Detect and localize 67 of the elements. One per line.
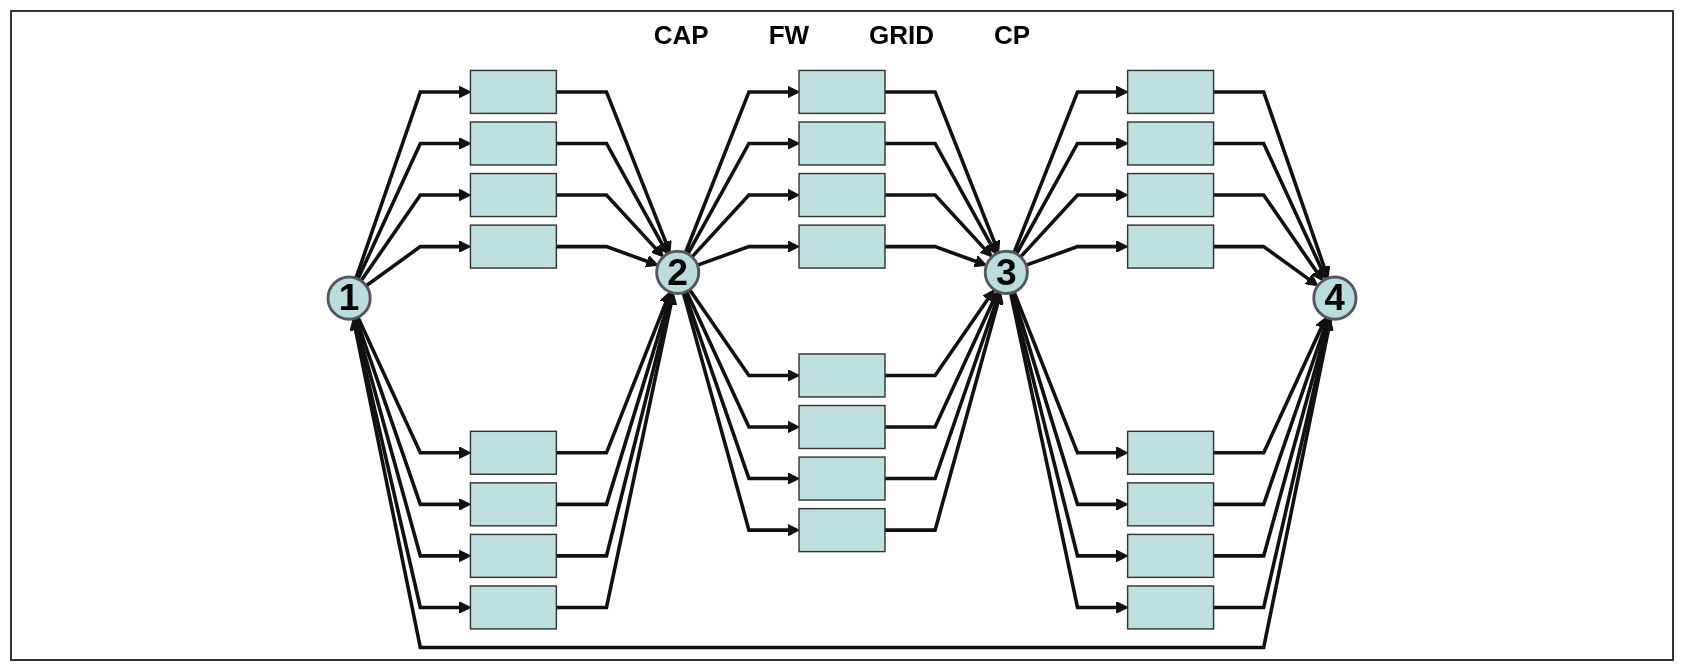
node-bar <box>1126 121 1215 166</box>
arrow <box>354 85 471 279</box>
node-bar <box>1126 69 1215 115</box>
arrow <box>1213 90 1331 279</box>
node-bar <box>798 507 886 553</box>
arrow <box>354 317 471 511</box>
arrow <box>884 244 988 268</box>
arrow <box>1213 141 1328 280</box>
arrow <box>884 292 1004 532</box>
arrow <box>682 291 800 485</box>
node-bar <box>469 224 558 269</box>
node-circle: 1 <box>326 275 372 321</box>
group-label: CAP <box>653 20 709 51</box>
arrow <box>683 85 800 254</box>
arrow <box>556 141 669 255</box>
node-bar <box>469 69 558 115</box>
arrow <box>690 188 800 259</box>
arrow <box>1213 316 1328 455</box>
arrow <box>1213 318 1334 610</box>
arrow <box>884 141 997 255</box>
arrow <box>884 291 1002 481</box>
arrow <box>884 193 993 258</box>
group-label: FW <box>768 20 810 51</box>
node-bar <box>469 585 558 630</box>
node-circle: 3 <box>983 249 1029 295</box>
node-bar <box>1126 224 1215 269</box>
arrow <box>556 292 678 610</box>
node-bar <box>469 482 558 527</box>
arrow <box>356 316 471 460</box>
node-bar <box>1126 585 1215 630</box>
arrow <box>884 90 1001 254</box>
arrow <box>684 290 800 434</box>
arrow <box>1213 193 1324 282</box>
node-bar <box>469 121 558 166</box>
node-bar <box>798 224 886 269</box>
arrow <box>356 137 471 280</box>
node-bar <box>469 172 558 218</box>
group-label: GRID <box>869 20 935 51</box>
node-circle: 2 <box>655 249 701 295</box>
node-bar <box>469 533 558 579</box>
arrow <box>688 288 800 382</box>
arrow <box>556 291 672 455</box>
arrow <box>359 188 471 282</box>
arrow <box>556 90 672 254</box>
node-bar <box>798 353 886 398</box>
node-bar <box>798 404 886 450</box>
arrow <box>696 240 800 267</box>
node-bar <box>798 172 886 218</box>
node-circle: 4 <box>1312 275 1358 321</box>
arrow <box>556 244 659 268</box>
node-bar <box>1126 533 1215 579</box>
group-label: CP <box>994 20 1031 51</box>
arrow <box>884 289 995 378</box>
node-bar <box>469 430 558 475</box>
arrow <box>884 290 999 429</box>
arrow <box>1213 244 1319 287</box>
node-bar <box>1126 482 1215 527</box>
arrow <box>365 240 471 288</box>
node-bar <box>798 121 886 166</box>
arrow <box>686 137 800 255</box>
node-bar <box>798 456 886 501</box>
arrow <box>681 292 800 537</box>
node-bar <box>1126 172 1215 218</box>
arrow <box>556 193 664 258</box>
node-bar <box>798 69 886 115</box>
arrow <box>349 318 1333 650</box>
node-bar <box>1126 430 1215 475</box>
